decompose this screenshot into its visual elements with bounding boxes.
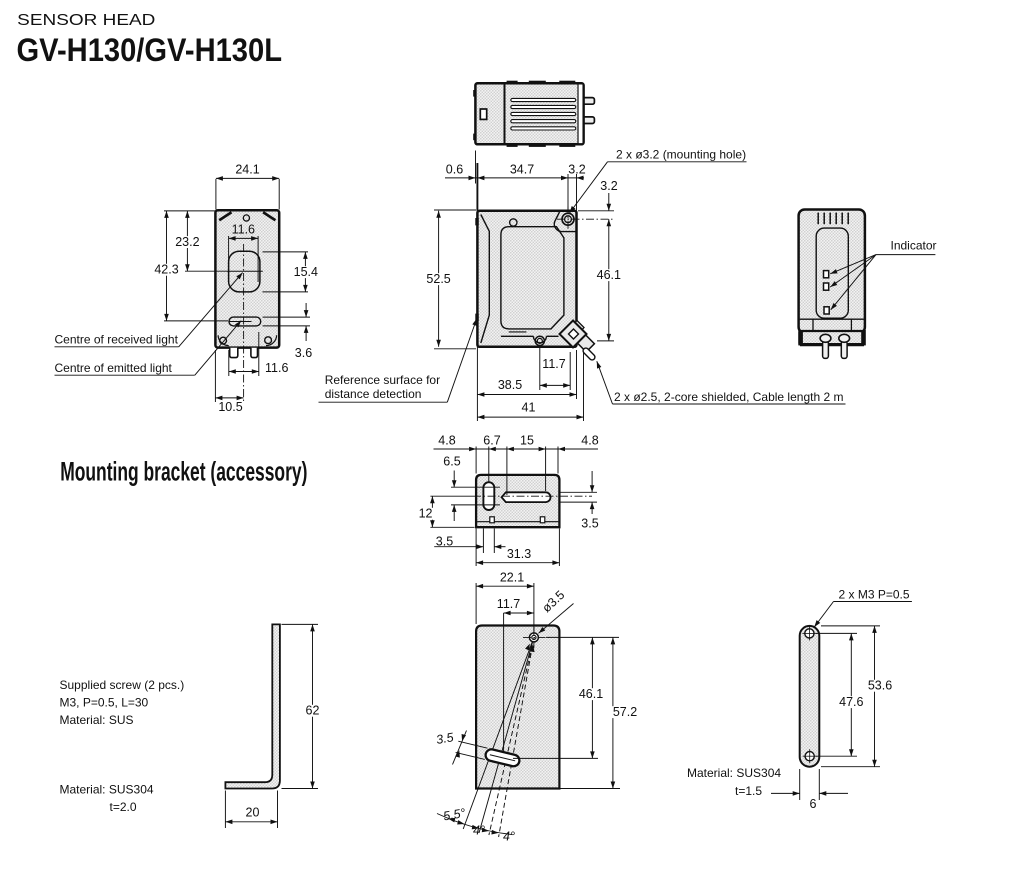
svg-text:15.4: 15.4 [294, 265, 318, 279]
svg-text:3.5: 3.5 [581, 517, 598, 531]
svg-text:4.8: 4.8 [438, 434, 455, 448]
svg-text:22.1: 22.1 [500, 571, 524, 585]
svg-text:31.3: 31.3 [507, 547, 531, 561]
svg-text:3.5: 3.5 [435, 730, 455, 747]
svg-text:SENSOR HEAD: SENSOR HEAD [17, 12, 155, 29]
svg-text:Indicator: Indicator [891, 239, 937, 253]
svg-text:38.5: 38.5 [498, 378, 522, 392]
svg-text:46.1: 46.1 [597, 268, 621, 282]
svg-text:57.2: 57.2 [613, 705, 637, 719]
svg-text:11.6: 11.6 [265, 361, 288, 375]
svg-text:52.5: 52.5 [426, 272, 450, 286]
svg-text:46.1: 46.1 [579, 687, 603, 701]
svg-text:Material: SUS: Material: SUS [60, 713, 134, 727]
svg-text:6.7: 6.7 [483, 434, 500, 448]
svg-text:Material: SUS304: Material: SUS304 [60, 783, 154, 797]
svg-text:distance detection: distance detection [325, 387, 422, 401]
svg-text:53.6: 53.6 [868, 679, 892, 693]
svg-text:Mounting bracket (accessory): Mounting bracket (accessory) [60, 457, 307, 487]
svg-text:20: 20 [246, 806, 260, 820]
svg-text:62: 62 [306, 704, 320, 718]
svg-text:4°: 4° [503, 830, 515, 844]
svg-text:0.6: 0.6 [446, 163, 463, 177]
svg-text:t=1.5: t=1.5 [735, 784, 762, 798]
svg-text:23.2: 23.2 [175, 235, 199, 249]
svg-text:47.6: 47.6 [839, 695, 863, 709]
svg-text:41: 41 [522, 401, 536, 415]
svg-text:3.2: 3.2 [568, 163, 585, 177]
svg-text:6: 6 [810, 797, 817, 811]
svg-text:2 x ø2.5, 2-core shielded, Cab: 2 x ø2.5, 2-core shielded, Cable length … [614, 390, 843, 404]
svg-text:6.5: 6.5 [443, 455, 460, 469]
svg-text:Material: SUS304: Material: SUS304 [687, 766, 781, 780]
svg-text:34.7: 34.7 [510, 163, 534, 177]
svg-text:M3, P=0.5, L=30: M3, P=0.5, L=30 [60, 696, 149, 710]
svg-text:Supplied screw (2 pcs.): Supplied screw (2 pcs.) [60, 678, 185, 692]
svg-text:24.1: 24.1 [235, 163, 259, 177]
svg-text:3.5: 3.5 [436, 534, 453, 548]
svg-text:42.3: 42.3 [154, 263, 178, 277]
svg-text:2 x M3 P=0.5: 2 x M3 P=0.5 [839, 588, 910, 602]
svg-text:GV-H130/GV-H130L: GV-H130/GV-H130L [17, 31, 283, 68]
svg-text:11.7: 11.7 [542, 357, 565, 371]
svg-text:3.6: 3.6 [295, 346, 312, 360]
svg-text:12: 12 [419, 507, 433, 521]
svg-text:10.5: 10.5 [218, 400, 242, 414]
svg-text:Reference surface for: Reference surface for [325, 373, 440, 387]
svg-text:t=2.0: t=2.0 [110, 800, 137, 814]
svg-text:4°: 4° [473, 824, 485, 838]
svg-text:15: 15 [520, 434, 534, 448]
svg-text:Centre of emitted light: Centre of emitted light [55, 361, 173, 375]
svg-text:11.7: 11.7 [497, 597, 520, 611]
svg-text:2 x ø3.2 (mounting hole): 2 x ø3.2 (mounting hole) [616, 148, 746, 162]
svg-text:4.8: 4.8 [581, 434, 598, 448]
svg-text:11.6: 11.6 [232, 223, 255, 237]
svg-text:5.5°: 5.5° [442, 806, 466, 824]
svg-text:Centre of received light: Centre of received light [55, 333, 179, 347]
svg-text:3.2: 3.2 [600, 179, 617, 193]
